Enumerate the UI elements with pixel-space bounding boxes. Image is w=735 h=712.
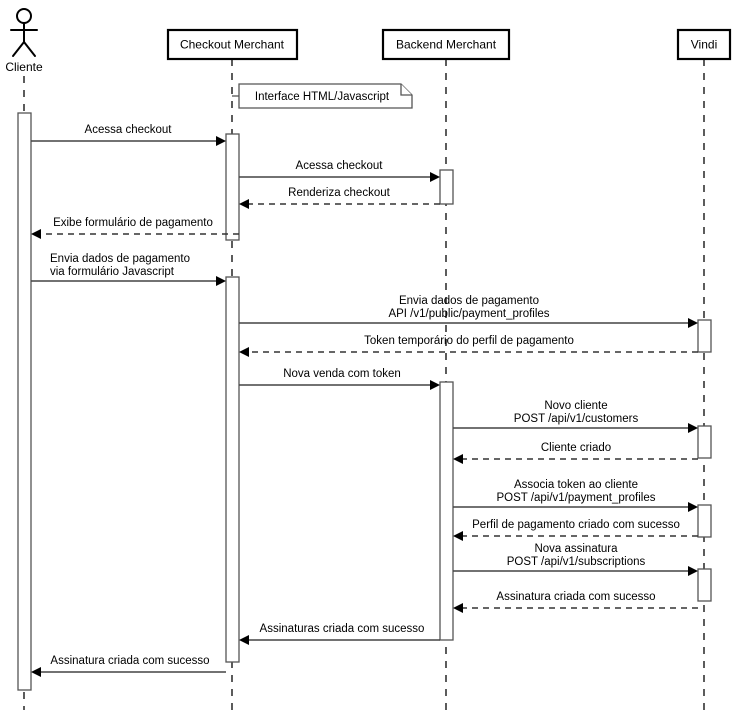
- note-fold-corner-icon: [400, 84, 412, 96]
- activation-bar-vindi: [697, 504, 712, 538]
- participant-vindi[interactable]: Vindi: [676, 28, 732, 61]
- message-arrowhead-10: [453, 454, 463, 464]
- participant-box-backend_merchant[interactable]: [381, 28, 511, 61]
- message-label-4-line-1: Exibe formulário de pagamento: [53, 217, 213, 229]
- message-arrowhead-8: [430, 380, 440, 390]
- activation-bar-vindi: [697, 319, 712, 353]
- participant-backend_merchant[interactable]: Backend Merchant: [381, 28, 511, 61]
- participant-label-vindi: Vindi: [691, 38, 717, 52]
- activation-bar-checkout_merchant: [225, 276, 240, 663]
- actor-leg-right-icon: [23, 41, 36, 57]
- message-14[interactable]: Assinatura criada com sucesso: [453, 591, 698, 613]
- message-arrowhead-14: [453, 603, 463, 613]
- message-10[interactable]: Cliente criado: [453, 442, 698, 464]
- message-label-5-line-1: Envia dados de pagamento: [50, 253, 190, 265]
- message-label-15-line-1: Assinaturas criada com sucesso: [260, 623, 425, 635]
- message-arrowhead-3: [239, 199, 249, 209]
- activation-bar-vindi: [697, 425, 712, 459]
- actor-label-cliente: Cliente: [5, 60, 43, 74]
- message-15[interactable]: Assinaturas criada com sucesso: [239, 623, 440, 645]
- participant-box-checkout_merchant[interactable]: [166, 28, 299, 61]
- message-label-7-line-1: Token temporário do perfil de pagamento: [364, 335, 574, 347]
- message-label-2-line-1: Acessa checkout: [296, 160, 384, 172]
- message-label-1-line-1: Acessa checkout: [85, 124, 173, 136]
- note-interface: Interface HTML/Javascript: [232, 83, 413, 109]
- actor-cliente: Cliente: [5, 8, 43, 74]
- message-arrowhead-7: [239, 347, 249, 357]
- message-label-6-line-1: Envia dados de pagamento: [399, 295, 539, 307]
- participant-heads-layer: Cliente Checkout Merchant Backend Merchant…: [5, 8, 732, 74]
- activation-bar-backend_merchant: [439, 169, 454, 205]
- message-arrowhead-6: [688, 318, 698, 328]
- message-12[interactable]: Perfil de pagamento criado com sucesso: [453, 519, 698, 541]
- note-layer: Interface HTML/Javascript: [232, 83, 413, 109]
- message-arrowhead-12: [453, 531, 463, 541]
- message-label-16-line-1: Assinatura criada com sucesso: [50, 655, 209, 667]
- activation-bar-backend_merchant: [439, 381, 454, 641]
- participant-checkout_merchant[interactable]: Checkout Merchant: [166, 28, 299, 61]
- message-arrowhead-5: [216, 276, 226, 286]
- message-label-11-line-1: Associa token ao cliente: [514, 479, 638, 491]
- message-16[interactable]: Assinatura criada com sucesso: [31, 655, 226, 677]
- actor-head-icon: [16, 8, 32, 24]
- note-body-shape: [238, 83, 413, 109]
- message-1[interactable]: Acessa checkout: [31, 124, 226, 146]
- message-7[interactable]: Token temporário do perfil de pagamento: [239, 335, 698, 357]
- message-label-11-line-2: POST /api/v1/payment_profiles: [497, 492, 656, 504]
- message-label-5-line-2: via formulário Javascript: [50, 266, 175, 278]
- participant-label-backend_merchant: Backend Merchant: [396, 38, 497, 52]
- activation-bar-cliente: [17, 112, 32, 691]
- activation-bar-checkout_merchant: [225, 133, 240, 241]
- message-label-3-line-1: Renderiza checkout: [288, 187, 390, 199]
- message-arrowhead-13: [688, 566, 698, 576]
- message-3[interactable]: Renderiza checkout: [239, 187, 440, 209]
- message-8[interactable]: Nova venda com token: [239, 368, 440, 390]
- message-arrowhead-15: [239, 635, 249, 645]
- message-label-13-line-1: Nova assinatura: [534, 543, 618, 555]
- message-label-14-line-1: Assinatura criada com sucesso: [496, 591, 655, 603]
- message-2[interactable]: Acessa checkout: [239, 160, 440, 182]
- message-label-12-line-1: Perfil de pagamento criado com sucesso: [472, 519, 680, 531]
- message-4[interactable]: Exibe formulário de pagamento: [31, 217, 239, 239]
- participant-label-checkout_merchant: Checkout Merchant: [180, 38, 285, 52]
- message-arrowhead-2: [430, 172, 440, 182]
- message-arrowhead-11: [688, 502, 698, 512]
- actor-leg-left-icon: [12, 41, 25, 57]
- message-arrowhead-1: [216, 136, 226, 146]
- message-arrowhead-4: [31, 229, 41, 239]
- message-label-10-line-1: Cliente criado: [541, 442, 611, 454]
- message-label-6-line-2: API /v1/public/payment_profiles: [388, 308, 549, 320]
- participant-box-vindi[interactable]: [676, 28, 732, 61]
- message-label-9-line-2: POST /api/v1/customers: [514, 413, 639, 425]
- message-label-8-line-1: Nova venda com token: [283, 368, 401, 380]
- note-text: Interface HTML/Javascript: [255, 91, 390, 103]
- message-label-13-line-2: POST /api/v1/subscriptions: [507, 556, 646, 568]
- message-arrowhead-9: [688, 423, 698, 433]
- message-label-9-line-1: Novo cliente: [544, 400, 607, 412]
- activation-bars-layer: [17, 112, 712, 691]
- activation-bar-vindi: [697, 568, 712, 602]
- message-arrowhead-16: [31, 667, 41, 677]
